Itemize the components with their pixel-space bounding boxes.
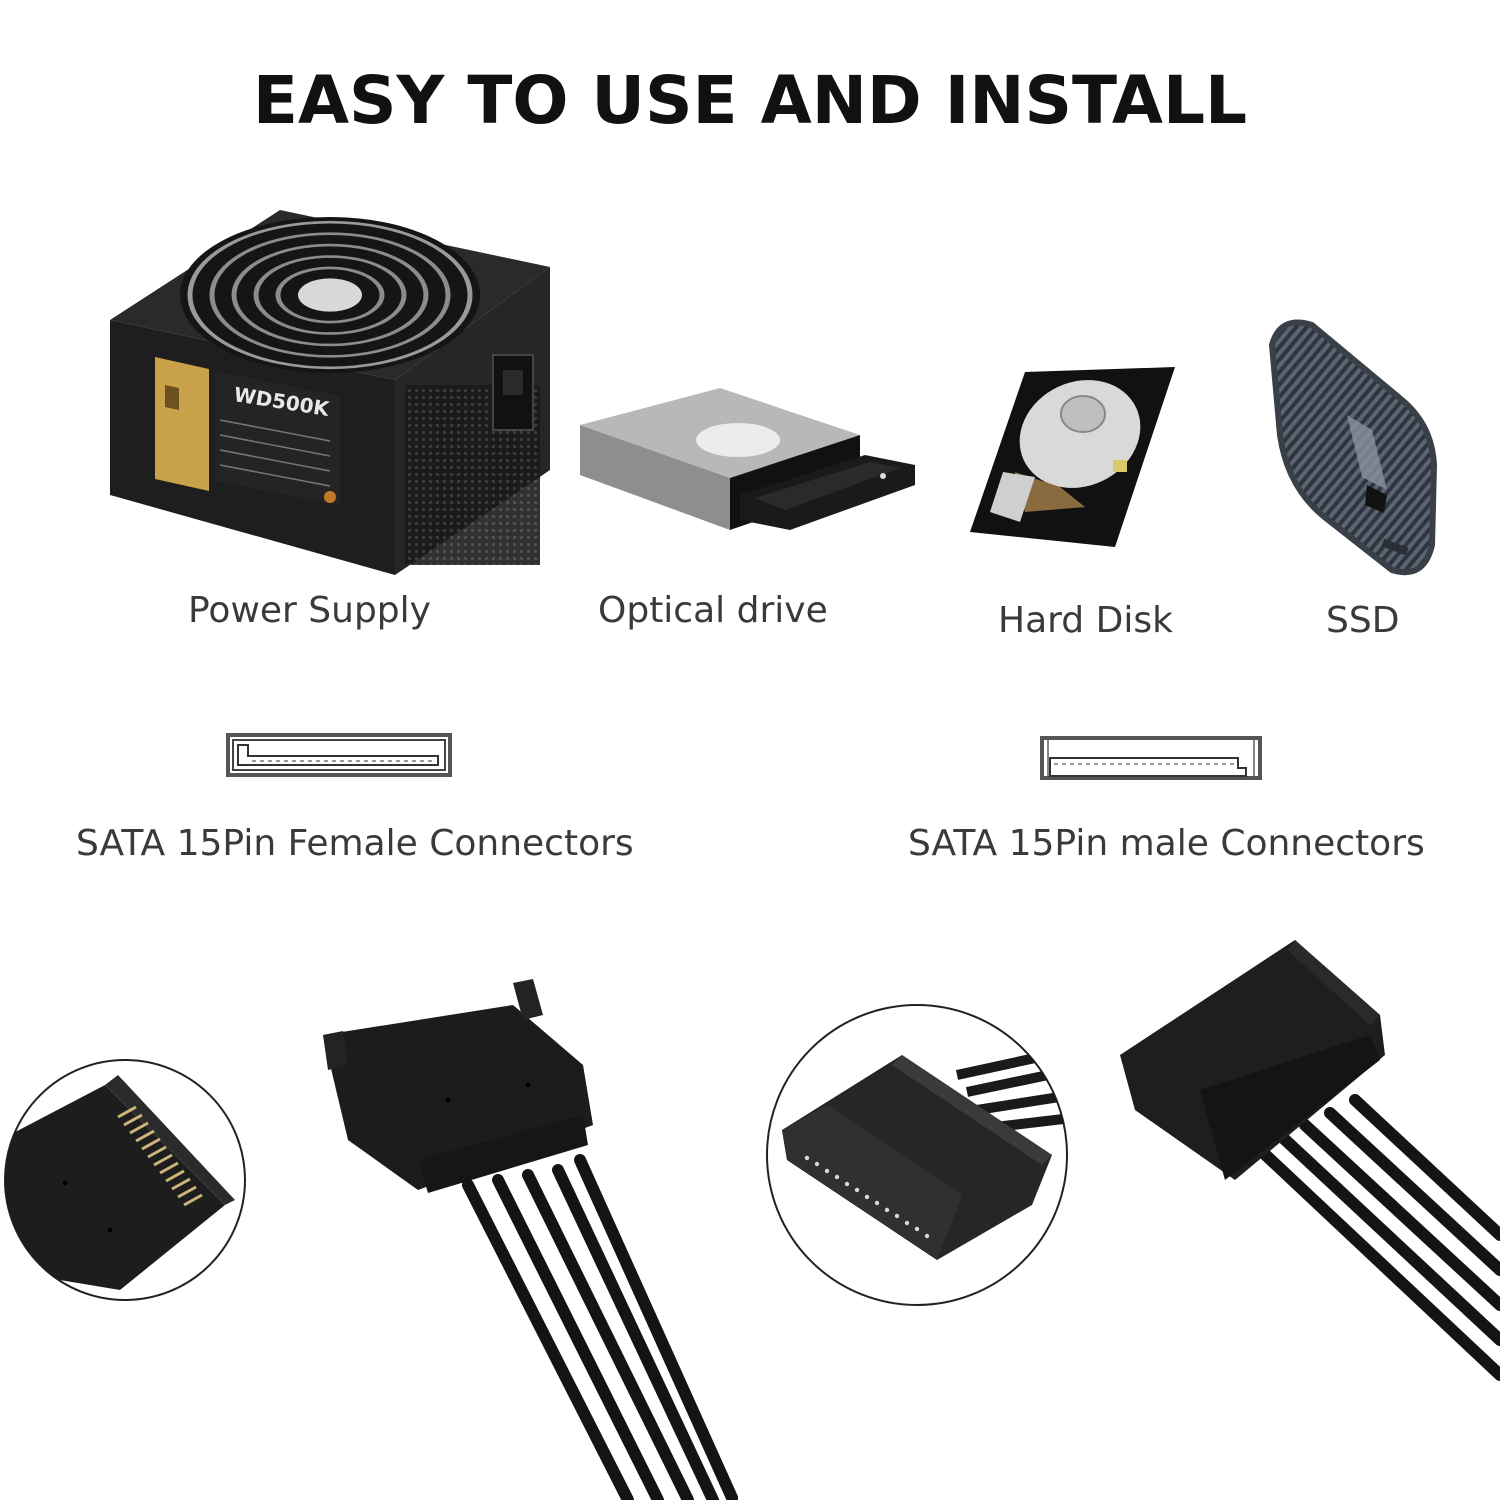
hard-disk-image [965,362,1180,557]
hard-disk-icon [970,367,1175,547]
male-connector-closeup [762,1000,1072,1310]
optical-drive-icon [580,388,915,530]
ssd-icon [1268,319,1438,576]
device-label-ssd: SSD [1326,600,1400,641]
connector-label-female: SATA 15Pin Female Connectors [76,823,634,864]
female-connector-cable [318,975,738,1500]
power-supply-icon: WD500K [110,210,550,575]
page-title: EASY TO USE AND INSTALL [252,62,1248,139]
sata-male-port-icon [1040,736,1262,780]
device-label-hard-disk: Hard Disk [998,600,1173,641]
ssd-image [1262,315,1442,585]
device-label-power-supply: Power Supply [188,590,431,631]
sata-female-port-icon [226,733,452,777]
female-connector-closeup [0,1055,250,1305]
device-label-optical-drive: Optical drive [598,590,828,631]
optical-drive-image [570,380,925,540]
male-connector-cable [1115,935,1500,1405]
power-supply-image: WD500K [105,205,555,580]
connector-label-male: SATA 15Pin male Connectors [908,823,1425,864]
